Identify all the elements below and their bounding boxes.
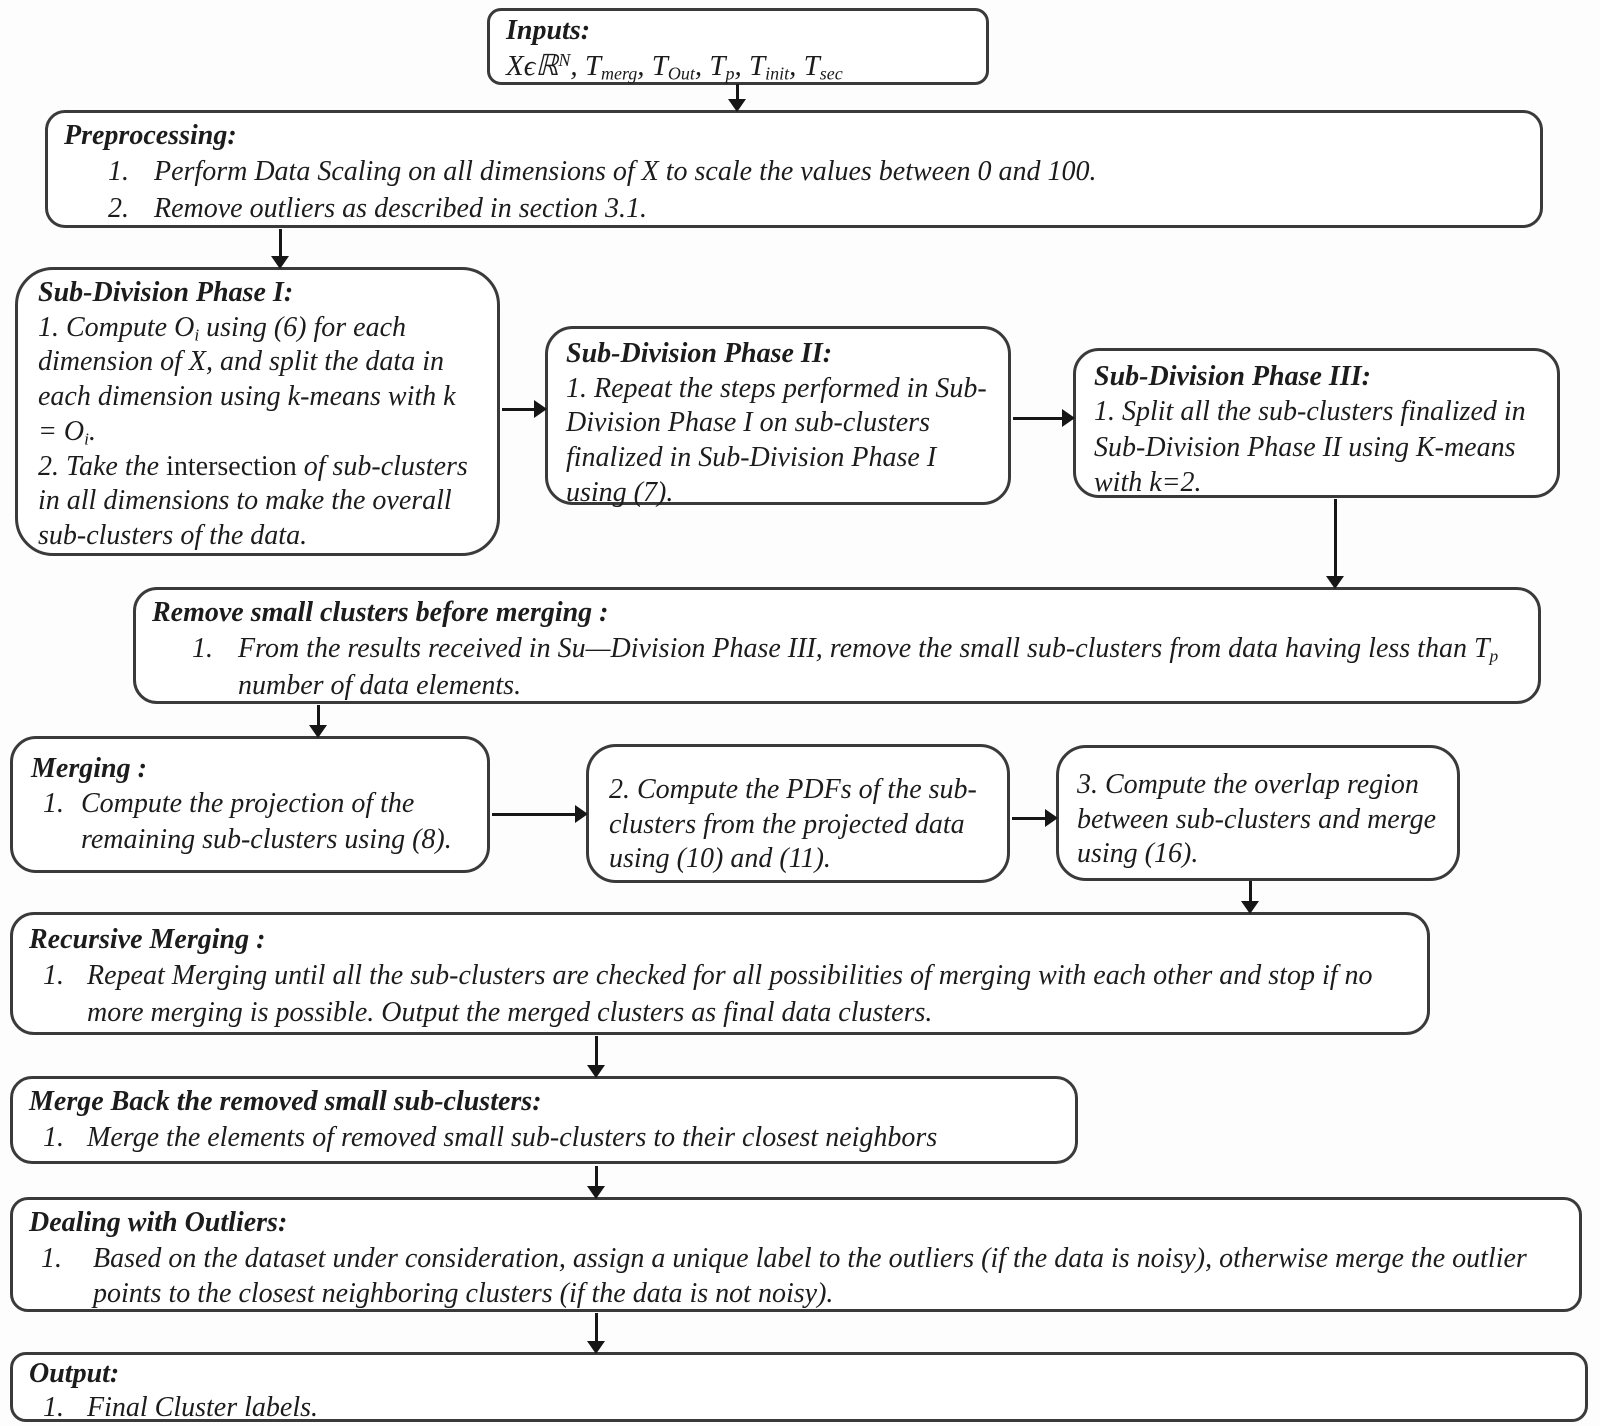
arrow-step3-to-recursive-merging (1241, 881, 1259, 914)
step-text: Remove outliers as described in section … (154, 192, 648, 224)
subdivision-phase2-box: Sub-Division Phase II: 1. Repeat the ste… (545, 326, 1011, 508)
dealing-with-outliers-box: Dealing with Outliers: 1. Based on the d… (10, 1197, 1582, 1312)
remove-small-clusters-step-1: 1. From the results received in Su—Divis… (152, 631, 1522, 704)
arrow-merging-to-step2 (492, 805, 588, 823)
preprocessing-step-2: 2. Remove outliers as described in secti… (64, 191, 1524, 227)
arrow-outliers-to-output (587, 1313, 605, 1354)
recursive-merging-title: Recursive Merging : (29, 924, 266, 955)
merge-back-box: Merge Back the removed small sub-cluster… (10, 1076, 1078, 1164)
preprocessing-title: Preprocessing: (64, 120, 237, 151)
arrow-recursive-to-merge-back (587, 1036, 605, 1078)
arrow-inputs-to-preprocessing (728, 84, 746, 112)
remove-small-clusters-title: Remove small clusters before merging : (152, 597, 609, 628)
phase1-step-1: 1. Compute Oi using (6) for each dimensi… (38, 311, 456, 449)
recursive-merging-step-1: 1. Repeat Merging until all the sub-clus… (29, 958, 1411, 1031)
output-title: Output: (29, 1358, 120, 1389)
arrow-merge-back-to-outliers (587, 1166, 605, 1199)
arrow-phase1-to-phase2 (502, 400, 547, 418)
step-text: Compute the projection of the remaining … (81, 788, 452, 855)
phase3-step-1: 1. Split all the sub-clusters finalized … (1094, 396, 1526, 498)
inputs-formula: XϵℝN, Tmerg, TOut, Tp, Tinit, Tsec (506, 50, 843, 84)
step-text: From the results received in Su—Division… (238, 633, 1499, 701)
step-text: Perform Data Scaling on all dimensions o… (154, 156, 1097, 188)
arrow-preprocessing-to-phase1 (271, 229, 289, 269)
merging-step2-text: 2. Compute the PDFs of the sub-clusters … (609, 774, 977, 875)
step-number: 1. (43, 1391, 64, 1423)
preprocessing-box: Preprocessing: 1. Perform Data Scaling o… (45, 110, 1543, 228)
arrow-phase3-to-remove-small (1326, 499, 1344, 589)
subdivision-phase1-box: Sub-Division Phase I: 1. Compute Oi usin… (15, 267, 500, 556)
preprocessing-step-1: 1. Perform Data Scaling on all dimension… (64, 154, 1524, 190)
dealing-with-outliers-title: Dealing with Outliers: (29, 1207, 288, 1238)
step-text: Final Cluster labels. (87, 1391, 318, 1423)
merging-step-1: 1. Compute the projection of the remaini… (31, 786, 469, 857)
merging-step3-box: 3. Compute the overlap region between su… (1056, 745, 1460, 881)
merge-back-step-1: 1. Merge the elements of removed small s… (29, 1120, 1059, 1156)
arrow-step2-to-step3 (1012, 809, 1058, 827)
phase1-title: Sub-Division Phase I: (38, 277, 294, 308)
merging-step3-text: 3. Compute the overlap region between su… (1077, 769, 1436, 870)
merging-title: Merging : (31, 753, 147, 784)
phase2-title: Sub-Division Phase II: (566, 338, 833, 369)
step-number: 1. (108, 156, 129, 188)
step-number: 1. (41, 1242, 62, 1274)
step-number: 1. (43, 1121, 64, 1153)
merging-step2-box: 2. Compute the PDFs of the sub-clusters … (586, 744, 1010, 883)
step-number: 1. (43, 788, 64, 820)
step-text: Repeat Merging until all the sub-cluster… (87, 960, 1373, 1028)
inputs-title: Inputs: (506, 15, 591, 46)
phase3-title: Sub-Division Phase III: (1094, 361, 1371, 392)
dealing-with-outliers-step-1: 1. Based on the dataset under considerat… (29, 1241, 1563, 1312)
phase2-step-1: 1. Repeat the steps performed in Sub-Div… (566, 372, 987, 508)
phase1-step-2: 2. Take the intersection of sub-clusters… (38, 450, 468, 552)
merging-box: Merging : 1. Compute the projection of t… (10, 736, 490, 873)
step-number: 1. (192, 633, 213, 665)
inputs-box: Inputs: XϵℝN, Tmerg, TOut, Tp, Tinit, Ts… (487, 8, 989, 85)
recursive-merging-box: Recursive Merging : 1. Repeat Merging un… (10, 912, 1430, 1035)
step-number: 1. (43, 960, 64, 992)
remove-small-clusters-box: Remove small clusters before merging : 1… (133, 587, 1541, 704)
step-text: Merge the elements of removed small sub-… (87, 1121, 938, 1153)
step-number: 2. (108, 192, 129, 224)
arrow-remove-small-to-merging (309, 705, 327, 738)
arrow-phase2-to-phase3 (1013, 409, 1075, 427)
output-step-1: 1. Final Cluster labels. (29, 1391, 1569, 1425)
merge-back-title: Merge Back the removed small sub-cluster… (29, 1086, 542, 1117)
step-text: Based on the dataset under consideration… (93, 1242, 1527, 1310)
subdivision-phase3-box: Sub-Division Phase III: 1. Split all the… (1073, 348, 1560, 498)
output-box: Output: 1. Final Cluster labels. (10, 1352, 1588, 1425)
